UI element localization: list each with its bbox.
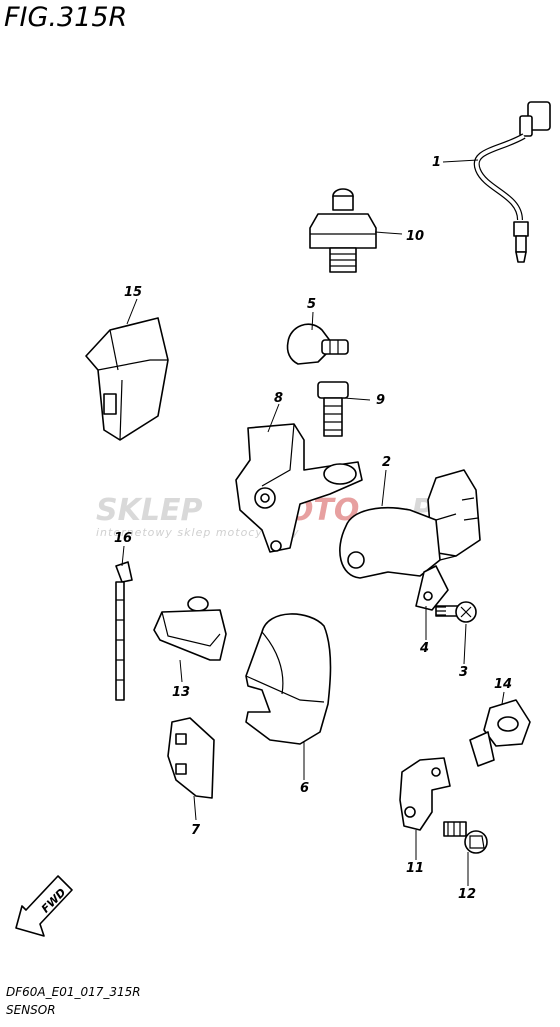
watermark-brand-a: SKLEP <box>96 493 202 528</box>
part-1-sensor-lead[interactable] <box>473 101 551 263</box>
callout-14: 14 <box>494 677 512 692</box>
figure-title: FIG.315R <box>4 2 128 33</box>
callout-9: 9 <box>376 393 385 408</box>
callout-3: 3 <box>459 665 468 680</box>
callout-1: 1 <box>432 155 441 170</box>
callout-12: 12 <box>458 887 476 902</box>
part-9-bolt[interactable] <box>317 381 349 437</box>
fwd-arrow: FWD <box>15 875 73 937</box>
part-6-clamp[interactable] <box>245 613 332 745</box>
part-3-screw[interactable] <box>435 601 477 623</box>
watermark-tagline: internetowy sklep motocyklowy <box>96 526 300 539</box>
callout-4: 4 <box>419 641 429 656</box>
part-2-position-sensor[interactable] <box>339 469 481 579</box>
callout-7: 7 <box>191 823 201 838</box>
part-8-sensor-bracket[interactable] <box>235 423 363 553</box>
callout-5: 5 <box>307 297 316 312</box>
part-10-pressure-switch[interactable] <box>309 188 377 273</box>
footer-code: DF60A_E01_017_315R <box>6 985 141 999</box>
part-11-bracket[interactable] <box>399 757 451 831</box>
callout-8: 8 <box>274 391 283 406</box>
part-12-bolt[interactable] <box>443 821 488 854</box>
callout-2: 2 <box>382 455 391 470</box>
callouts: 1 2 3 4 5 6 7 8 9 10 11 12 13 14 15 16 <box>114 155 512 902</box>
part-5-sensor-cap[interactable] <box>286 323 349 365</box>
callout-15: 15 <box>124 285 142 300</box>
callout-11: 11 <box>406 861 424 876</box>
callout-6: 6 <box>300 781 309 796</box>
part-16-cable-tie[interactable] <box>115 561 133 701</box>
part-13-holder[interactable] <box>153 596 227 661</box>
part-15-clip[interactable] <box>85 317 169 441</box>
footer-name: SENSOR <box>6 1003 56 1017</box>
callout-10: 10 <box>406 229 424 244</box>
callout-16: 16 <box>114 531 132 546</box>
part-7-cover[interactable] <box>167 717 215 799</box>
part-14-clip[interactable] <box>469 699 531 767</box>
part-4-plate[interactable] <box>415 565 449 611</box>
callout-13: 13 <box>172 685 190 700</box>
leader-lines <box>121 159 505 886</box>
